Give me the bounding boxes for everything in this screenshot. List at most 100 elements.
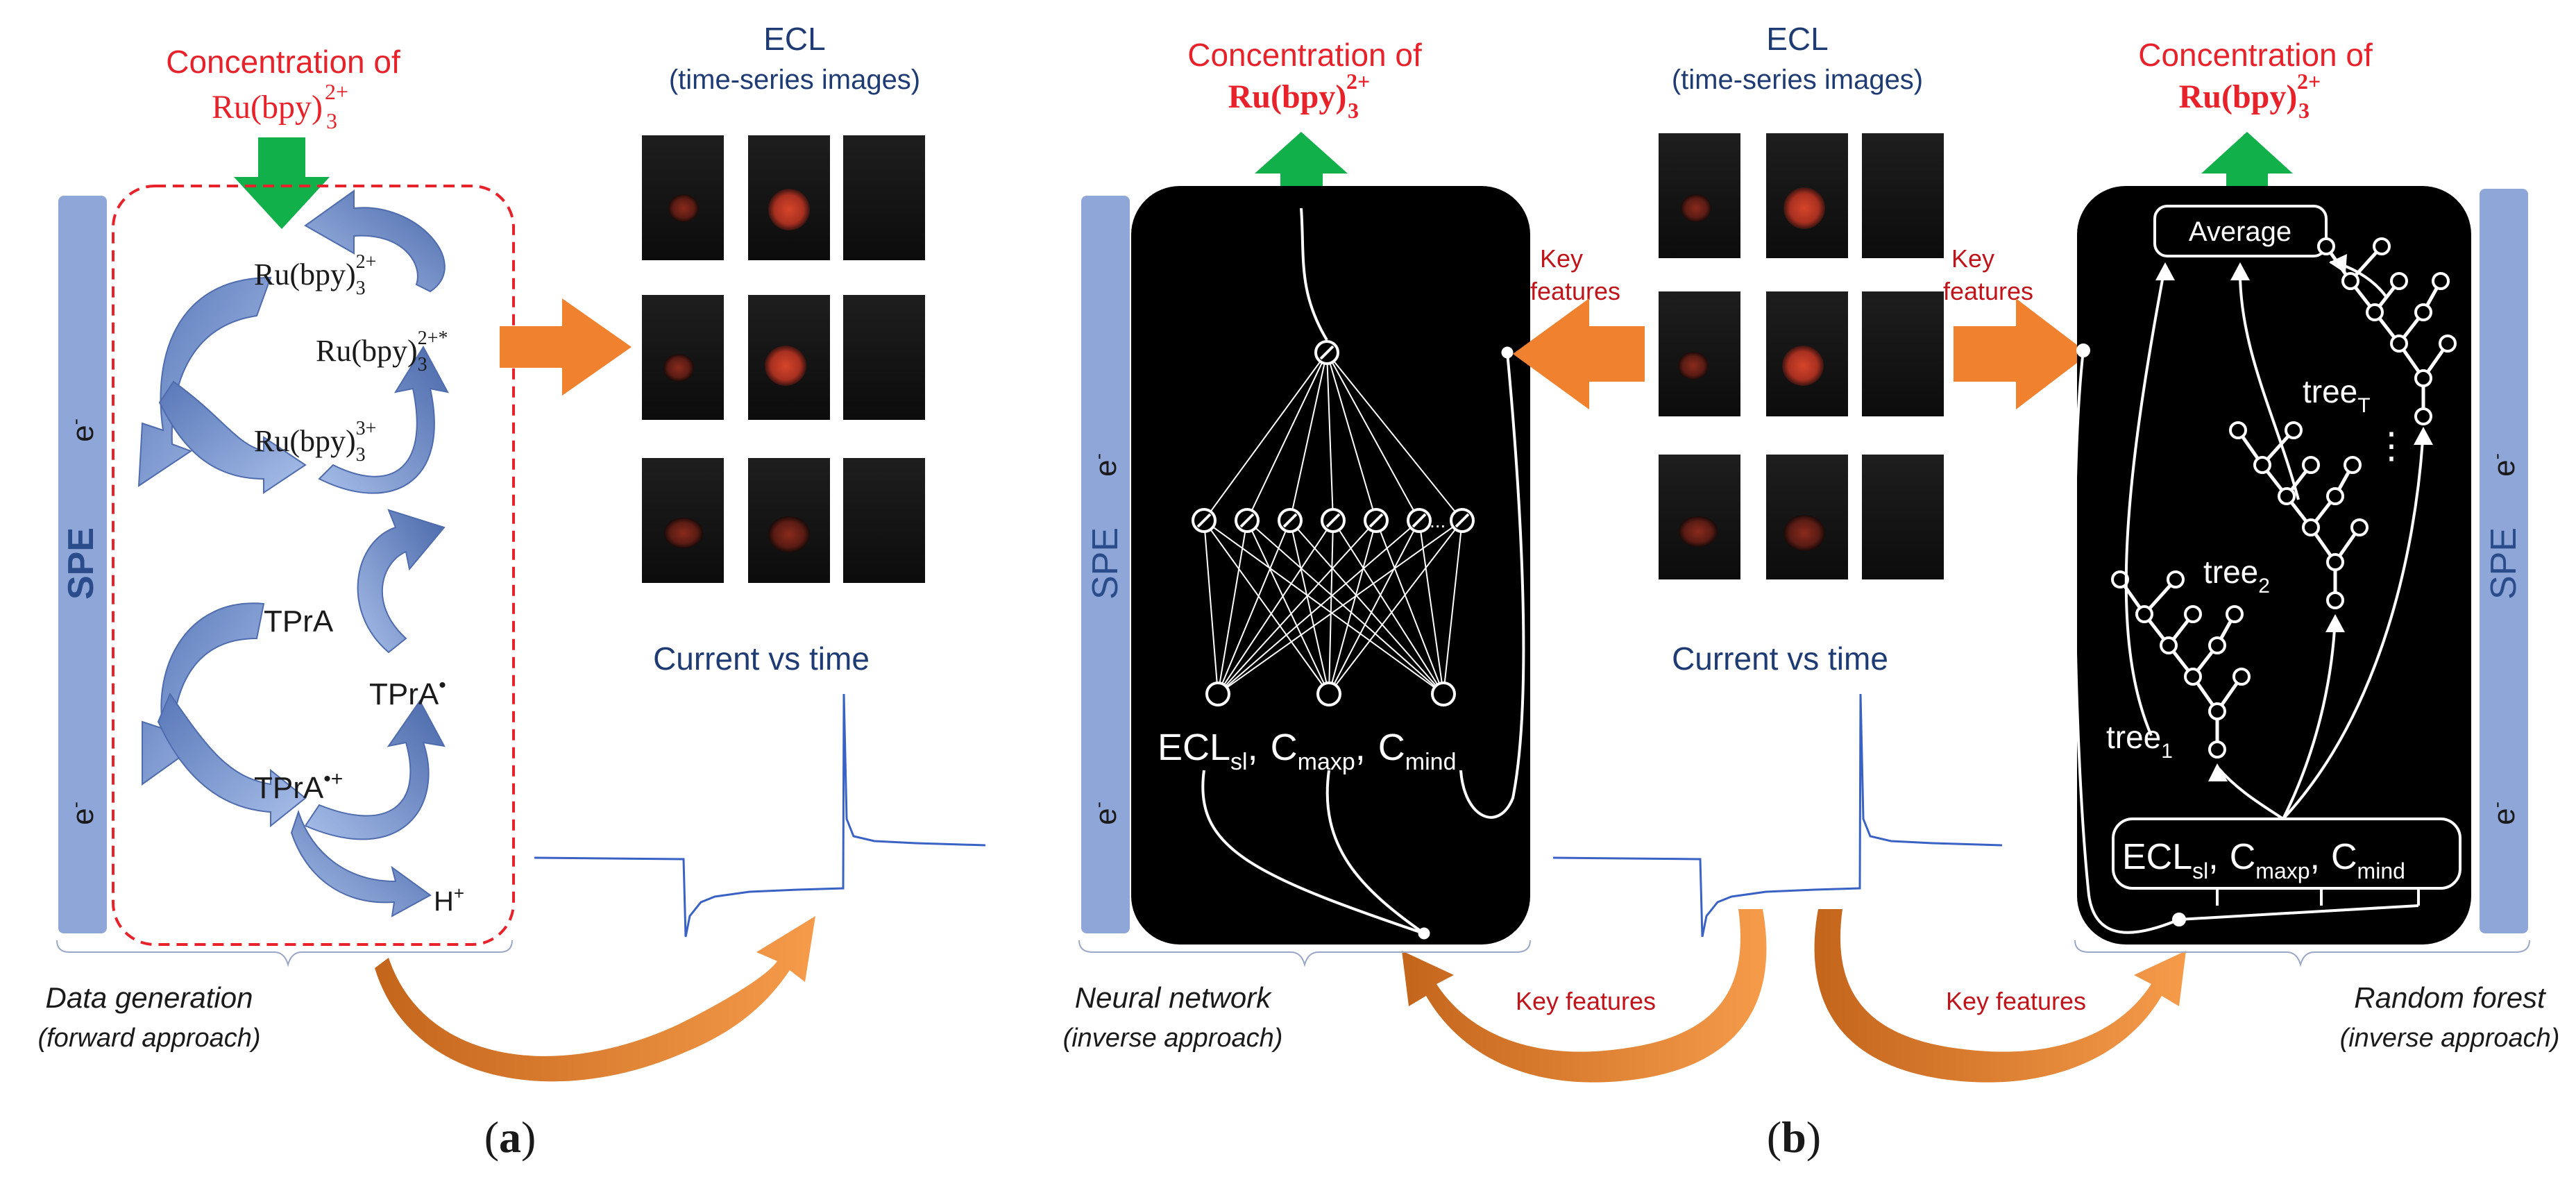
average-label: Average	[2189, 217, 2291, 247]
concentration-title-a: Concentration of	[166, 44, 400, 80]
key-features-left-2: features	[1530, 277, 1620, 305]
neural-network-box	[1131, 186, 1530, 944]
panel-a: Concentration of Ru(bpy) 3 2+ SPE e- e- …	[37, 21, 986, 1162]
nn-input-node	[1205, 681, 1230, 706]
nn-edge	[1328, 520, 1463, 695]
green-up-arrow-rf	[2201, 132, 2293, 210]
caption-main-rf: Random forest	[2354, 981, 2547, 1014]
nn-edge	[1326, 352, 1334, 521]
tree-label-t: treeT	[2303, 373, 2371, 417]
ecl-subtitle-a: (time-series images)	[669, 65, 920, 95]
junction-dot	[2076, 344, 2090, 357]
panel-label-b: (b)	[1767, 1112, 1821, 1162]
tree-node	[2350, 518, 2369, 536]
nn-edge	[1443, 520, 1463, 695]
junction-dot	[1418, 927, 1430, 940]
random-forest-graph	[2073, 205, 2461, 934]
tree-node	[2208, 636, 2226, 654]
ru-label-a: Ru(bpy)	[212, 89, 323, 126]
arc-proton	[290, 809, 432, 917]
arrowhead	[2329, 254, 2347, 273]
tree-label-1: tree1	[2106, 719, 2173, 763]
species-tpra: TPrA	[264, 604, 334, 638]
species-proton: H+	[434, 883, 464, 917]
nn-edge	[1289, 520, 1444, 695]
tree-node	[2326, 487, 2344, 505]
current-trace-b	[1552, 693, 2003, 938]
caption-brace-a	[56, 940, 513, 967]
ru-label-nn: Ru(bpy)	[1228, 78, 1347, 115]
tree-node	[2341, 272, 2359, 290]
species-ru3: Ru(bpy)33+	[254, 418, 376, 466]
ecl-frame	[1862, 291, 1944, 416]
panel-label-a: (a)	[484, 1112, 536, 1162]
ecl-frame	[843, 458, 925, 583]
rf-arrowheads	[2155, 254, 2433, 781]
rf-input-labels: ECLsl,Cmaxp,Cmind	[2122, 837, 2405, 883]
neural-network-graph	[1192, 207, 1525, 940]
nn-edge	[1326, 352, 1377, 521]
arc-ru3-to-excited	[318, 345, 449, 494]
species-ru2-excited: Ru(bpy)32+*	[316, 328, 448, 375]
tree-node	[2302, 518, 2320, 536]
tree-node	[2184, 605, 2202, 623]
current-title-b: Current vs time	[1672, 641, 1888, 677]
tree-node	[2432, 272, 2450, 290]
arrowhead	[2230, 262, 2250, 280]
tree-node	[2167, 570, 2185, 588]
ecl-frame	[1862, 455, 1944, 579]
nn-input-curve-3	[1459, 352, 1525, 819]
electron-label-a-bottom: e-	[65, 802, 100, 825]
tree-node	[2326, 553, 2344, 571]
nn-input-node	[1431, 681, 1456, 706]
key-features-left-1: Key	[1540, 244, 1583, 273]
nn-edge	[1328, 520, 1420, 695]
tree-node	[2317, 237, 2335, 255]
rf-link	[2282, 617, 2337, 820]
tree-ellipsis: ⋮	[2373, 426, 2409, 466]
arrowhead	[2414, 427, 2433, 445]
caption-sub-nn: (inverse approach)	[1063, 1024, 1283, 1053]
tree-node	[2414, 369, 2432, 387]
orange-arrow-to-ecl-a	[500, 298, 632, 396]
ecl-image-grid-a	[642, 135, 925, 583]
tree-node	[2414, 303, 2432, 321]
tree-node	[2278, 487, 2296, 505]
arc-oxidation-ru	[137, 276, 272, 487]
ecl-title-a: ECL	[763, 21, 825, 57]
caption-brace-nn	[1078, 940, 1531, 967]
ecl-image-grid-b	[1659, 133, 1944, 579]
nn-output-line	[1300, 207, 1328, 341]
nn-edge	[1203, 520, 1219, 695]
rf-input-curve	[2073, 350, 2419, 934]
orange-curved-arrow-a	[375, 916, 815, 1082]
nn-edge	[1289, 520, 1330, 695]
orange-arrow-to-nn	[1513, 298, 1645, 409]
ecl-spot	[663, 354, 694, 382]
caption-main-nn: Neural network	[1075, 981, 1272, 1014]
junction-dot	[2172, 913, 2186, 926]
ru-sup-rf: 2+	[2297, 69, 2321, 94]
junction-dot	[1501, 346, 1514, 359]
green-down-arrow	[234, 137, 330, 229]
nn-hidden-node	[1450, 508, 1475, 533]
key-features-right-1: Key	[1951, 244, 1994, 273]
orange-arrow-to-rf	[1954, 298, 2089, 409]
key-features-bottom-left: Key features	[1516, 987, 1656, 1015]
nn-edge	[1418, 520, 1444, 695]
tree-node	[2373, 237, 2391, 255]
ru-label-rf: Ru(bpy)	[2179, 78, 2298, 115]
caption-sub-rf: (inverse approach)	[2340, 1024, 2560, 1053]
tree-node	[2390, 334, 2408, 353]
nn-edge	[1203, 352, 1328, 521]
electron-label-a-top: e-	[65, 418, 100, 442]
tree-node	[2414, 407, 2432, 425]
nn-edge	[1217, 520, 1377, 695]
nn-dots: ...	[1430, 510, 1446, 532]
caption-brace-rf	[2074, 940, 2530, 967]
ecl-spot	[1679, 516, 1718, 547]
arrowhead	[2325, 614, 2345, 632]
tree-node	[2390, 272, 2408, 290]
tree-node	[2111, 570, 2129, 588]
